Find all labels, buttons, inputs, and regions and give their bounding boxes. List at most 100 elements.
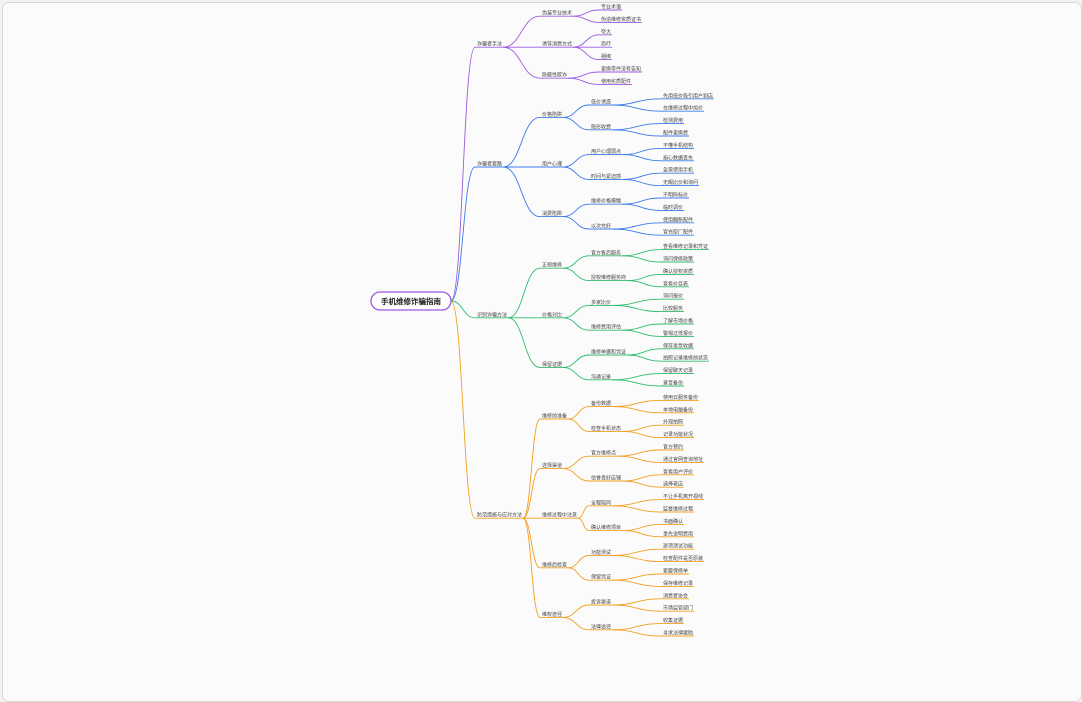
topic-label: 隐形收费	[591, 123, 611, 130]
leaf-node[interactable]: 收集证据	[661, 617, 684, 624]
leaf-node[interactable]: 不让手机离开视线	[661, 493, 704, 500]
root-node-box[interactable]	[370, 291, 452, 311]
topic-node[interactable]: 信誉良好店铺	[589, 475, 622, 482]
topic-node[interactable]: 时间与紧迫感	[589, 173, 622, 180]
topic-node[interactable]: 选择渠道	[540, 462, 563, 469]
leaf-node[interactable]: 逐项测试功能	[661, 543, 694, 550]
leaf-label: 先用低价吸引用户到店	[663, 92, 713, 99]
leaf-node[interactable]: 检测费用	[661, 117, 684, 124]
leaf-node[interactable]: 伪造维修资质证书	[599, 16, 642, 23]
topic-node[interactable]: 诱导消费方式	[540, 41, 573, 48]
topic-node[interactable]: 沟通记录	[589, 373, 612, 380]
leaf-node[interactable]: 先用低价吸引用户到店	[661, 92, 714, 99]
topic-node[interactable]: 多家比价	[589, 299, 612, 306]
leaf-node[interactable]: 更换零件没有告知	[599, 66, 642, 73]
leaf-node[interactable]: 急需使用手机	[661, 167, 694, 174]
leaf-node[interactable]: 警惕过低报价	[661, 330, 694, 337]
leaf-node[interactable]: 查看用户评价	[661, 468, 694, 475]
leaf-label: 消费者协会	[663, 592, 688, 599]
leaf-node[interactable]: 使用翻新配件	[661, 216, 694, 223]
leaf-node[interactable]: 保留聊天记录	[661, 367, 694, 374]
leaf-node[interactable]: 索要保修单	[661, 568, 689, 575]
topic-node[interactable]: 官方售后服务	[589, 249, 622, 256]
topic-node[interactable]: 维修后检查	[540, 561, 568, 568]
topic-node[interactable]: 隐蔽性欺诈	[540, 72, 568, 79]
leaf-node[interactable]: 了解市场价格	[661, 318, 694, 325]
topic-node[interactable]: 维修前准备	[540, 413, 568, 420]
topic-node[interactable]: 防范措施与应对方法	[475, 512, 523, 519]
leaf-node[interactable]: 夸大	[599, 28, 612, 35]
leaf-label: 使用翻新配件	[663, 216, 693, 223]
topic-node[interactable]: 用户心理	[540, 161, 563, 168]
leaf-node[interactable]: 保存维修记录	[661, 580, 694, 587]
leaf-node[interactable]: 拍照记录维修前状态	[661, 355, 709, 362]
leaf-node[interactable]: 本地电脑备份	[661, 406, 694, 413]
leaf-node[interactable]: 冒充原厂配件	[661, 229, 694, 236]
topic-node[interactable]: 诈骗者手法	[475, 41, 503, 48]
topic-node[interactable]: 确认维修项目	[589, 524, 622, 531]
topic-node[interactable]: 保留证据	[540, 361, 563, 368]
leaf-label: 了解市场价格	[663, 318, 693, 325]
leaf-node[interactable]: 恐吓	[599, 42, 612, 48]
topic-node[interactable]: 维权途径	[540, 611, 563, 618]
topic-node[interactable]: 全程陪同	[589, 499, 612, 506]
leaf-node[interactable]: 通过官网查询地址	[661, 456, 704, 463]
leaf-node[interactable]: 使用云服务备份	[661, 394, 699, 401]
leaf-node[interactable]: 寻求法律援助	[661, 630, 694, 637]
topic-node[interactable]: 法律途径	[589, 623, 612, 630]
leaf-node[interactable]: 专业术语	[599, 4, 622, 11]
mindmap-link	[562, 104, 590, 118]
leaf-node[interactable]: 市场监管部门	[661, 605, 694, 612]
topic-node[interactable]: 检查手机状态	[589, 425, 622, 432]
leaf-node[interactable]: 保存发票收据	[661, 342, 694, 349]
leaf-node[interactable]: 临时调价	[661, 204, 684, 211]
topic-node[interactable]: 低价诱惑	[589, 99, 612, 106]
leaf-node[interactable]: 无暇比价和询问	[661, 179, 699, 186]
leaf-node[interactable]: 担心数据丢失	[661, 154, 694, 161]
leaf-node[interactable]: 配件更换费	[661, 130, 689, 137]
topic-node[interactable]: 功能测试	[589, 549, 612, 556]
topic-node[interactable]: 正规维修	[540, 262, 563, 269]
topic-node[interactable]: 诈骗者套路	[475, 161, 503, 168]
topic-node[interactable]: 维修过程中注意	[540, 512, 578, 519]
leaf-node[interactable]: 比较服务	[661, 305, 684, 312]
leaf-node[interactable]: 查看维修记录和凭证	[661, 243, 709, 250]
topic-node[interactable]: 维修单据和凭证	[589, 349, 627, 356]
leaf-node[interactable]: 事先说明费用	[661, 530, 694, 537]
leaf-node[interactable]: 外观拍照	[661, 419, 684, 426]
leaf-node[interactable]: 使用劣质配件	[599, 78, 632, 85]
leaf-node[interactable]: 选择老店	[661, 481, 684, 488]
topic-node[interactable]: 价格陷阱	[540, 111, 563, 118]
leaf-node[interactable]: 书面确认	[661, 518, 684, 525]
topic-node[interactable]: 消费陷阱	[540, 210, 563, 217]
leaf-node[interactable]: 录音备份	[661, 380, 684, 387]
topic-node[interactable]: 伪装专业技术	[540, 10, 573, 17]
leaf-node[interactable]: 不明码标价	[661, 192, 689, 199]
topic-node[interactable]: 保留凭证	[589, 574, 612, 581]
topic-node[interactable]: 价格对比	[540, 311, 563, 318]
leaf-node[interactable]: 官方预约	[661, 444, 684, 451]
leaf-node[interactable]: 不懂手机结构	[661, 142, 694, 149]
topic-node[interactable]: 投诉渠道	[589, 599, 612, 606]
leaf-node[interactable]: 消费者协会	[661, 592, 689, 599]
topic-node[interactable]: 以次充好	[589, 223, 612, 230]
topic-node[interactable]: 隐形收费	[589, 123, 612, 130]
leaf-node[interactable]: 询问报价	[661, 293, 684, 300]
topic-node[interactable]: 授权维修服务商	[589, 274, 627, 281]
topic-node[interactable]: 维修费用评估	[589, 324, 622, 331]
leaf-node[interactable]: 确认授权资质	[661, 268, 694, 275]
topic-node[interactable]: 识别诈骗方法	[475, 311, 508, 318]
leaf-node[interactable]: 在维修过程中加价	[661, 105, 704, 112]
topic-node[interactable]: 备份数据	[589, 400, 612, 407]
root-node[interactable]: 手机维修诈骗指南	[370, 291, 452, 311]
leaf-node[interactable]: 记录功能状况	[661, 431, 694, 438]
topic-node[interactable]: 用户心理弱点	[589, 148, 622, 155]
leaf-node[interactable]: 监督维修过程	[661, 506, 694, 513]
leaf-node[interactable]: 捆绑	[599, 53, 612, 60]
topic-node[interactable]: 官方维修点	[589, 450, 617, 457]
topic-label: 多家比价	[591, 299, 611, 306]
leaf-node[interactable]: 查看价目表	[661, 280, 689, 287]
leaf-node[interactable]: 检查配件是否原装	[661, 555, 704, 562]
topic-node[interactable]: 维修价格模糊	[589, 198, 622, 205]
leaf-node[interactable]: 询问保修政策	[661, 256, 694, 263]
